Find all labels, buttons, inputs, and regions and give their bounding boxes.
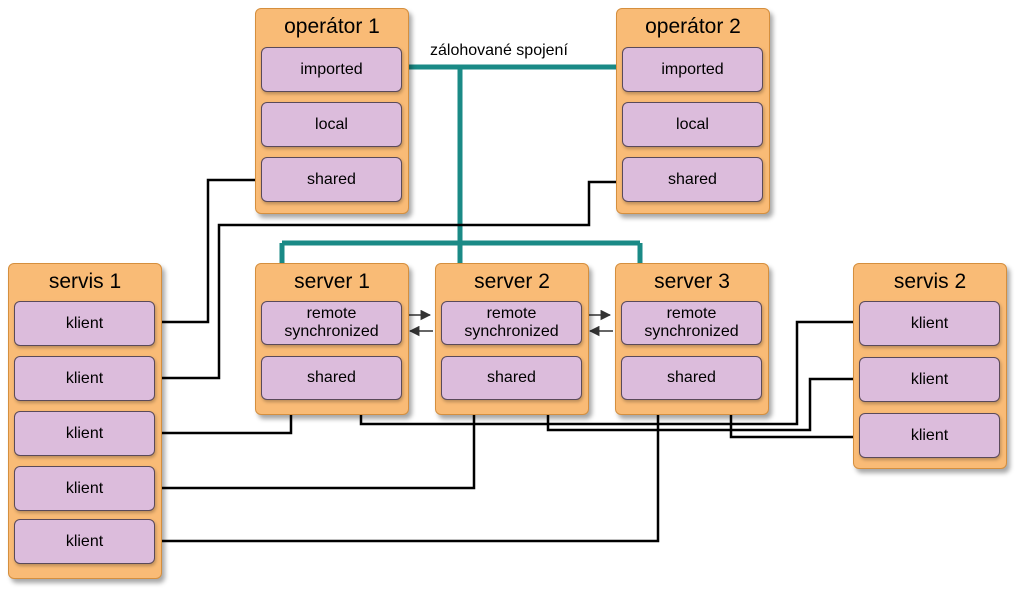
servis-1-title: servis 1 [48,270,122,293]
operator-2-box: operátor 2 imported local shared [616,8,770,214]
operator-2-local: local [622,102,763,147]
operator-1-local: local [261,102,402,147]
server-3-remote-line2: synchronized [644,323,739,340]
server-2-remote-line1: remote [486,305,537,322]
server-3-remote-line1: remote [666,305,717,322]
server-1-shared: shared [261,356,402,400]
operator-1-imported: imported [261,47,402,92]
server-1-remote-line2: synchronized [284,323,379,340]
server-2-title: server 2 [474,270,550,293]
servis-1-klient-5: klient [14,519,155,564]
server-1-remote-line1: remote [306,305,357,322]
servis-1-klient-4: klient [14,466,155,511]
operator-2-title: operátor 2 [645,15,741,38]
server-1-box: server 1 remote synchronized shared [255,263,409,415]
servis-2-klient-3: klient [859,413,1000,458]
servis-1-klient-3: klient [14,411,155,456]
server-3-remote-synchronized: remote synchronized [621,301,762,345]
operator-2-shared: shared [622,157,763,202]
link-op2-shared-klient2 [158,180,622,380]
operator-1-shared: shared [261,157,402,202]
server-3-box: server 3 remote synchronized shared [615,263,769,415]
server-3-title: server 3 [654,270,730,293]
servis-2-klient-2: klient [859,357,1000,402]
server-1-title: server 1 [294,270,370,293]
servis-2-title: servis 2 [893,270,967,293]
server-2-box: server 2 remote synchronized shared [435,263,589,415]
servis-1-klient-1: klient [14,301,155,346]
link-s2-shared-klient4 [158,402,476,490]
operator-1-title: operátor 1 [284,15,380,38]
link-s1-shared-servis2-klient1 [359,320,861,426]
link-op1-shared-klient1 [158,178,262,324]
operator-1-box: operátor 1 imported local shared [255,8,409,214]
operator-2-imported: imported [622,47,763,92]
servis-2-klient-1: klient [859,301,1000,346]
backup-connection-label: zálohované spojení [428,42,570,60]
link-s3-shared-klient5 [158,402,660,543]
server-3-shared: shared [621,356,762,400]
server-2-remote-line2: synchronized [464,323,559,340]
servis-1-box: servis 1 klient klient klient klient kli… [8,263,162,579]
link-s2-shared-servis2-klient2 [546,377,861,432]
servis-1-klient-2: klient [14,356,155,401]
server-2-shared: shared [441,356,582,400]
servis-2-box: servis 2 klient klient klient [853,263,1007,469]
server-1-remote-synchronized: remote synchronized [261,301,402,345]
server-2-remote-synchronized: remote synchronized [441,301,582,345]
